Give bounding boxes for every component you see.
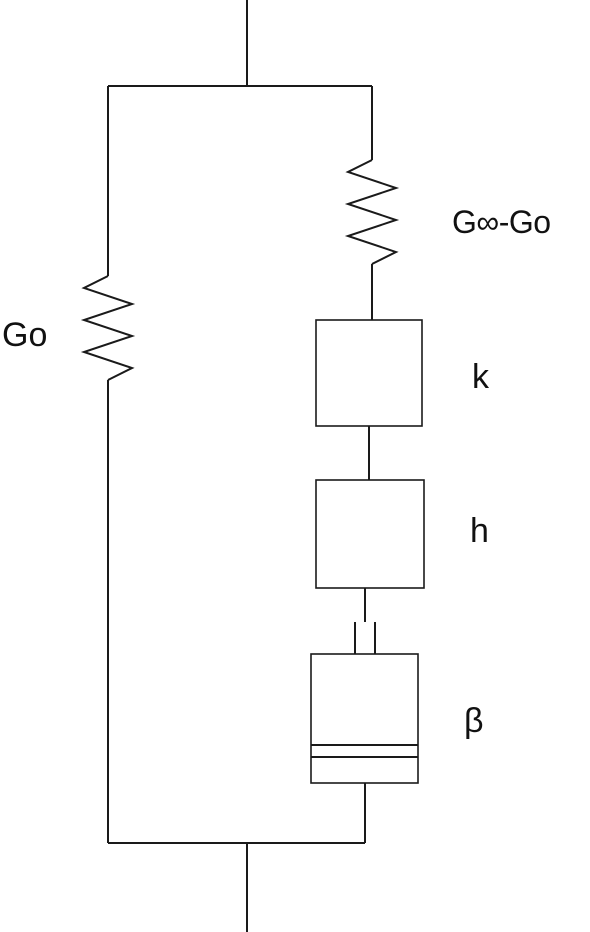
label-box-bottom: h [470, 512, 489, 550]
label-dashpot: β [464, 702, 484, 740]
dashpot-beta [310, 622, 419, 784]
right-spring-ginf-g0 [344, 159, 400, 265]
dashpot-cylinder [310, 653, 419, 784]
label-left-spring: Go [2, 316, 48, 354]
left-spring-g0 [80, 275, 136, 381]
element-k-box [315, 319, 423, 427]
label-right-spring: G∞-Go [452, 204, 551, 240]
label-box-top: k [472, 358, 489, 396]
element-h-box [315, 479, 425, 589]
